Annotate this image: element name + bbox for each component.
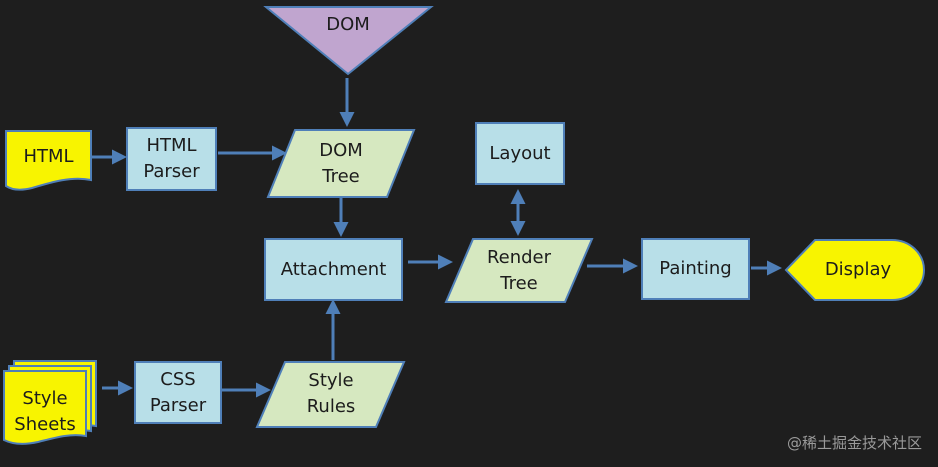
style-sheets-stack (3, 360, 97, 445)
dom-tree-shape (266, 129, 416, 198)
html-document-shape (5, 130, 92, 191)
attachment-box (264, 238, 403, 301)
html-parser-box (126, 127, 217, 191)
css-parser-box (134, 361, 222, 424)
watermark: @稀土掘金技术社区 (786, 434, 922, 452)
layout-box (475, 122, 565, 185)
painting-box (641, 238, 750, 300)
render-tree-shape (444, 238, 594, 303)
dom-triangle-shape (263, 6, 434, 76)
display-shape (784, 239, 925, 301)
style-rules-shape (255, 361, 406, 428)
